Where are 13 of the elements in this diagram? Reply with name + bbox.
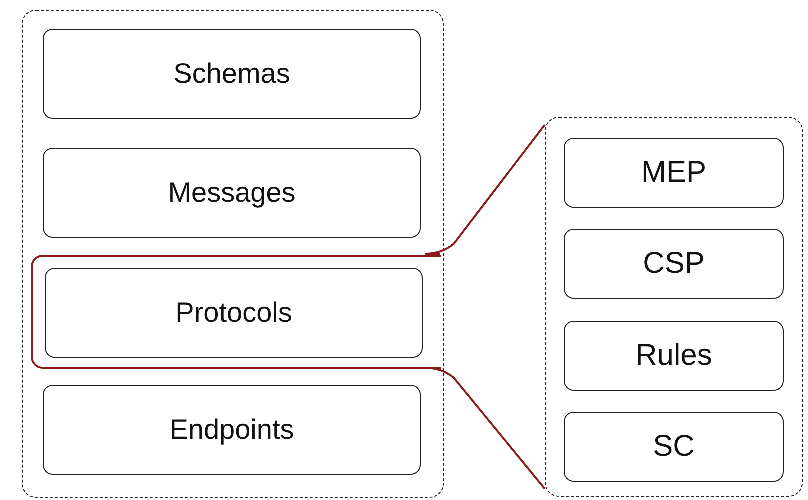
layer-box: Protocols [45,268,423,358]
connector-line [424,124,546,255]
layer-box: CSP [564,229,784,299]
highlight-outline [31,255,441,369]
dashed-group [22,10,444,498]
layer-box: MEP [564,138,784,208]
layer-box: SC [564,412,784,482]
layer-box: Endpoints [43,385,421,475]
connector-line [424,367,546,490]
layer-box: Messages [43,148,421,238]
layer-box: Schemas [43,29,421,119]
dashed-group [545,117,803,497]
layer-box: Rules [564,321,784,391]
